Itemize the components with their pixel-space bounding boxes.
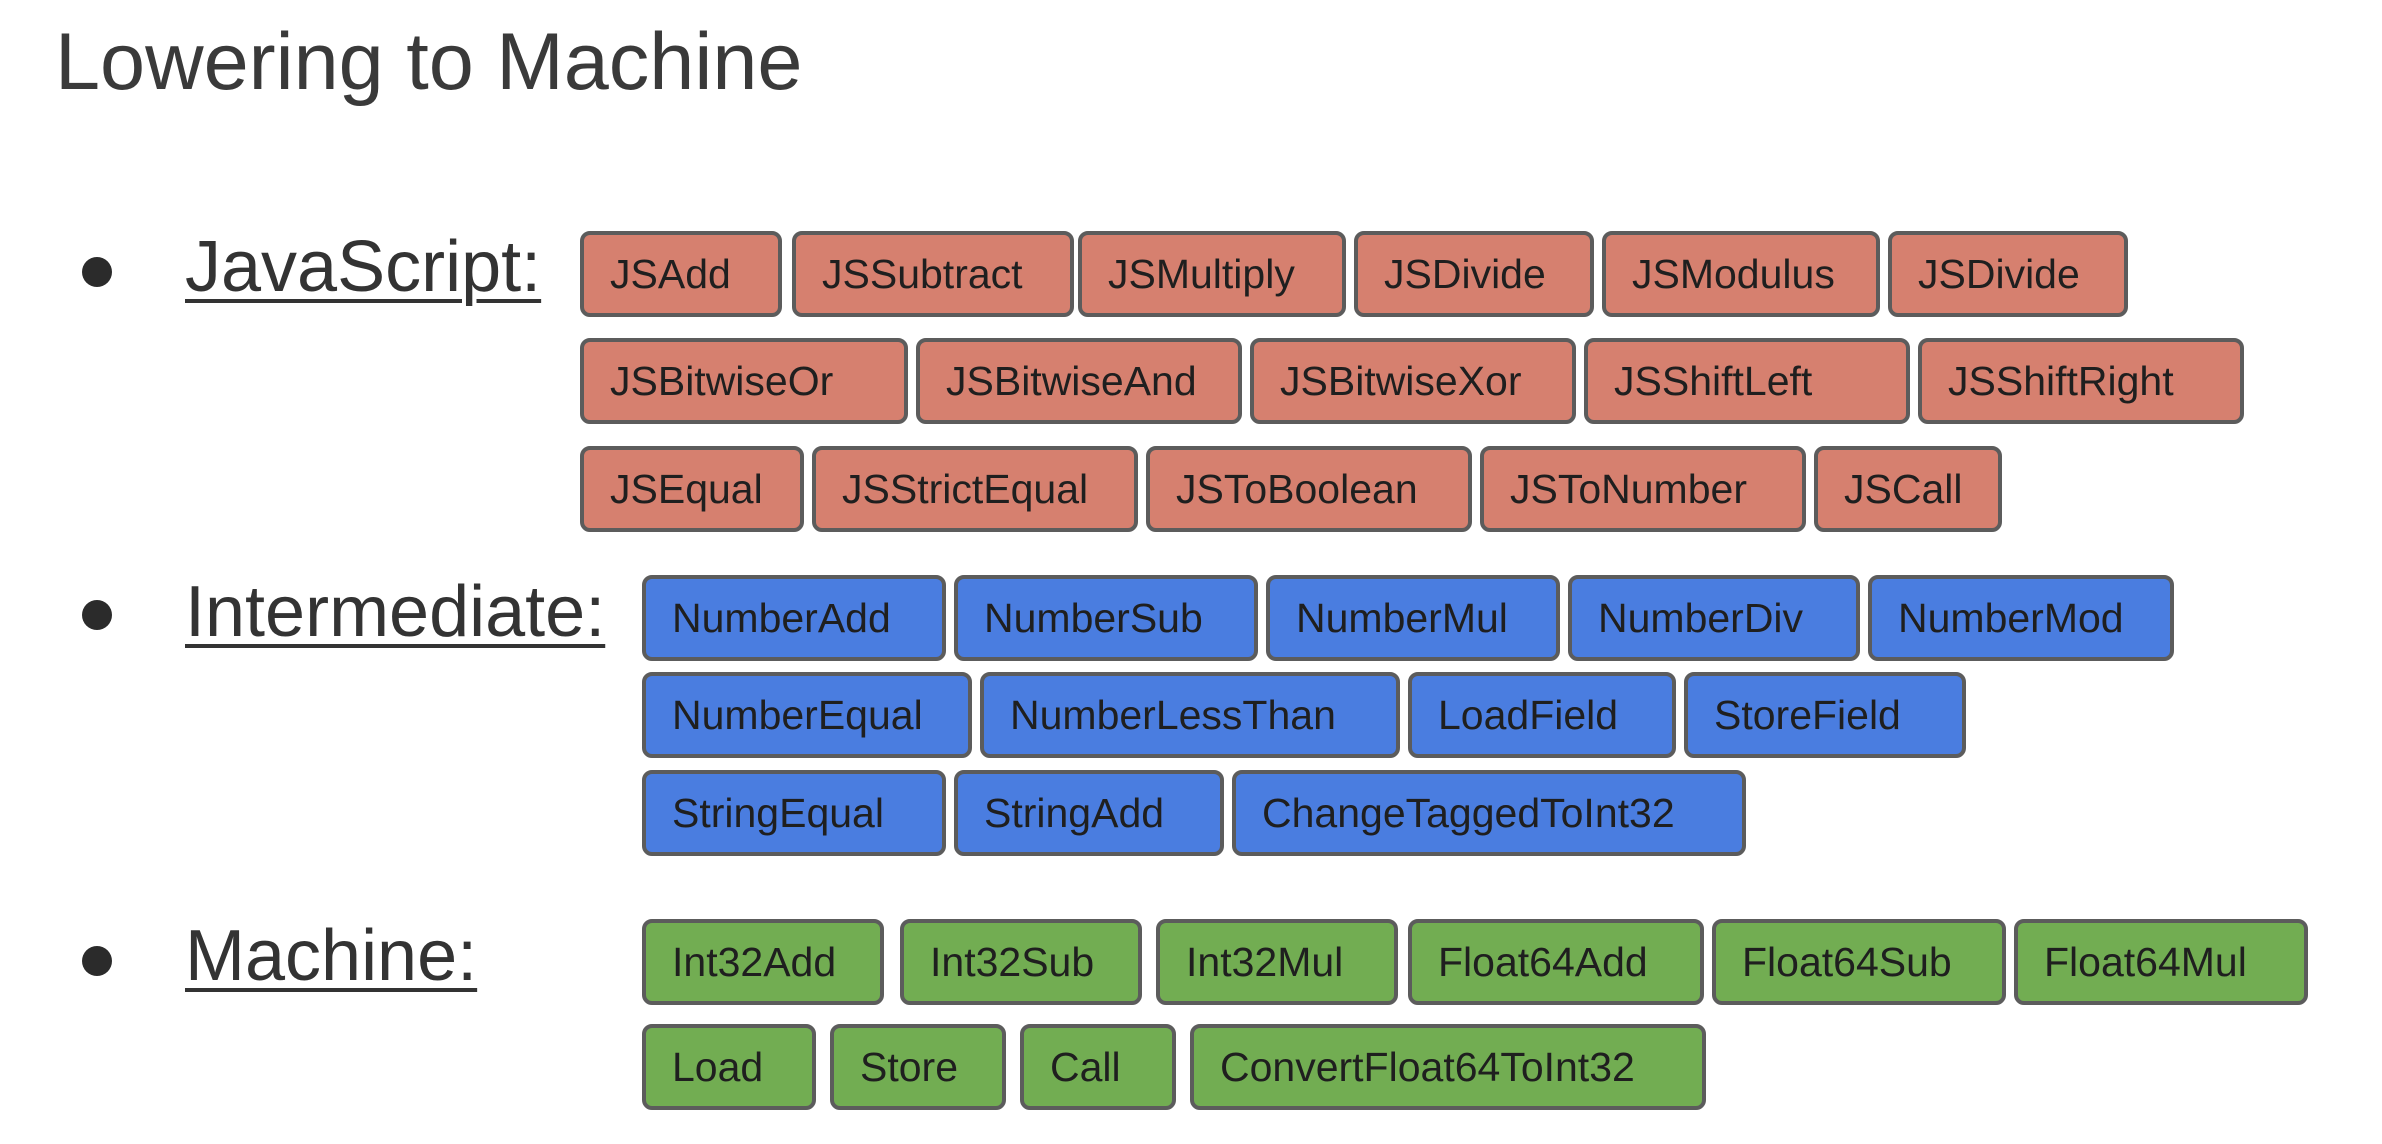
node-numbersub: NumberSub	[954, 575, 1258, 661]
node-float64sub: Float64Sub	[1712, 919, 2006, 1005]
node-jsadd: JSAdd	[580, 231, 782, 317]
node-int32mul: Int32Mul	[1156, 919, 1398, 1005]
node-jsshiftleft: JSShiftLeft	[1584, 338, 1910, 424]
slide-title: Lowering to Machine	[55, 17, 803, 107]
node-jsmultiply: JSMultiply	[1078, 231, 1346, 317]
bullet-intermediate	[82, 600, 112, 630]
node-jsdivide-2: JSDivide	[1888, 231, 2128, 317]
node-int32sub: Int32Sub	[900, 919, 1142, 1005]
node-changetaggedtoint32: ChangeTaggedToInt32	[1232, 770, 1746, 856]
node-jsshiftright: JSShiftRight	[1918, 338, 2244, 424]
node-call: Call	[1020, 1024, 1176, 1110]
section-label-machine: Machine:	[185, 916, 478, 996]
node-numberdiv: NumberDiv	[1568, 575, 1860, 661]
node-int32add: Int32Add	[642, 919, 884, 1005]
node-convertfloat64toint32: ConvertFloat64ToInt32	[1190, 1024, 1706, 1110]
node-numberlessthan: NumberLessThan	[980, 672, 1400, 758]
bullet-javascript	[82, 257, 112, 287]
node-float64add: Float64Add	[1408, 919, 1704, 1005]
node-float64mul: Float64Mul	[2014, 919, 2308, 1005]
node-numbermul: NumberMul	[1266, 575, 1560, 661]
node-jstoboolean: JSToBoolean	[1146, 446, 1472, 532]
node-numberequal: NumberEqual	[642, 672, 972, 758]
node-storefield: StoreField	[1684, 672, 1966, 758]
node-jsbitwiseand: JSBitwiseAnd	[916, 338, 1242, 424]
node-load: Load	[642, 1024, 816, 1110]
node-jsbitwisexor: JSBitwiseXor	[1250, 338, 1576, 424]
node-store: Store	[830, 1024, 1006, 1110]
node-jscall: JSCall	[1814, 446, 2002, 532]
node-jsmodulus: JSModulus	[1602, 231, 1880, 317]
node-jstonumber: JSToNumber	[1480, 446, 1806, 532]
node-jsstrictequal: JSStrictEqual	[812, 446, 1138, 532]
node-jsbitwiseor: JSBitwiseOr	[580, 338, 908, 424]
node-stringadd: StringAdd	[954, 770, 1224, 856]
node-jsequal: JSEqual	[580, 446, 804, 532]
node-jsdivide: JSDivide	[1354, 231, 1594, 317]
node-loadfield: LoadField	[1408, 672, 1676, 758]
section-label-javascript: JavaScript:	[185, 227, 542, 307]
node-numbermod: NumberMod	[1868, 575, 2174, 661]
node-jssubtract: JSSubtract	[792, 231, 1074, 317]
bullet-machine	[82, 946, 112, 976]
section-label-intermediate: Intermediate:	[185, 572, 606, 652]
node-numberadd: NumberAdd	[642, 575, 946, 661]
node-stringequal: StringEqual	[642, 770, 946, 856]
